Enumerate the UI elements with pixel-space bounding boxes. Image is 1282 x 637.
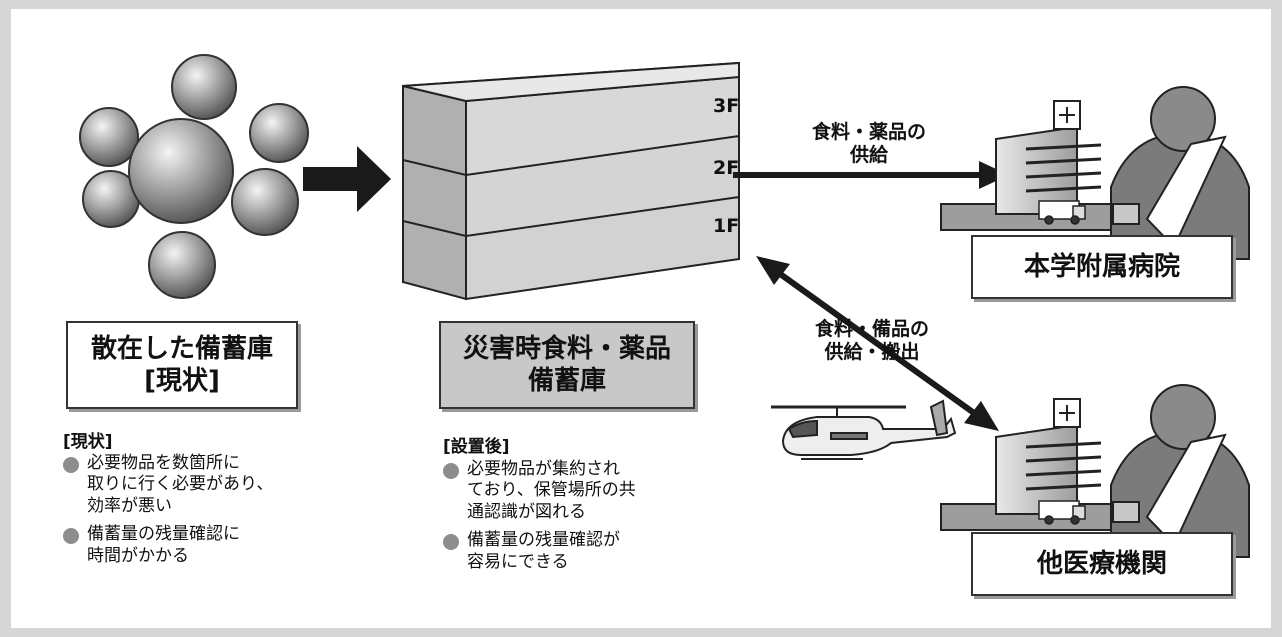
after-notes-heading: [設置後] [443, 437, 510, 457]
supply-label-line1: 食料・薬品の [811, 121, 926, 143]
disaster-storage-subtitle: 備蓄庫 [527, 366, 606, 396]
helicopter-icon [771, 399, 957, 460]
supply-carry-label-line1: 食料・備品の [814, 318, 929, 340]
disaster-storage-title: 災害時食料・薬品 [462, 333, 671, 364]
supply-label: 食料・薬品の 供給 [794, 121, 944, 167]
scattered-storage-subtitle: [現状] [144, 366, 220, 396]
injured-person-icon [1110, 86, 1250, 260]
university-hospital-label: 本学附属病院 [1023, 251, 1180, 282]
two-way-arrow-icon [756, 256, 999, 431]
ambulance-icon [1038, 200, 1086, 225]
current-note-item: 必要物品を数箇所に 取りに行く必要があり、 効率が悪い [63, 453, 363, 517]
floor-label-3f: 3F [713, 95, 740, 117]
after-note-item: 必要物品が集約され ており、保管場所の共 通認識が図れる [443, 459, 743, 523]
university-hospital-box: 本学附属病院 [971, 235, 1233, 299]
stacked-storage-icon [402, 61, 740, 301]
consolidate-arrow-icon [303, 146, 391, 212]
other-medical-label: 他医療機関 [1036, 548, 1167, 579]
other-medical-box: 他医療機関 [971, 532, 1233, 596]
current-note-item: 備蓄量の残量確認に 時間がかかる [63, 524, 363, 567]
sphere-cluster-icon [79, 54, 309, 299]
supply-arrow-icon [733, 161, 1009, 189]
after-notes-list: 必要物品が集約され ており、保管場所の共 通認識が図れる 備蓄量の残量確認が 容… [443, 459, 743, 580]
floor-label-2f: 2F [713, 157, 740, 179]
supply-carry-label-line2: 供給・搬出 [824, 341, 920, 364]
scattered-storage-box: 散在した備蓄庫 [現状] [66, 321, 298, 409]
supply-label-line2: 供給 [849, 144, 888, 167]
ambulance-icon [1038, 500, 1086, 525]
floor-label-1f: 1F [713, 215, 740, 237]
current-notes-heading: [現状] [63, 432, 113, 452]
scattered-storage-title: 散在した備蓄庫 [90, 333, 273, 364]
after-note-item: 備蓄量の残量確認が 容易にできる [443, 530, 743, 573]
supply-carry-label: 食料・備品の 供給・搬出 [797, 318, 947, 364]
disaster-storage-box: 災害時食料・薬品 備蓄庫 [439, 321, 695, 409]
diagram-panel: 3F 2F 1F 食料・薬品の 供給 食料・備品の 供給・搬出 散在した備蓄庫 … [11, 9, 1271, 628]
current-notes-list: 必要物品を数箇所に 取りに行く必要があり、 効率が悪い 備蓄量の残量確認に 時間… [63, 453, 363, 574]
diagram-artwork [79, 54, 1250, 558]
